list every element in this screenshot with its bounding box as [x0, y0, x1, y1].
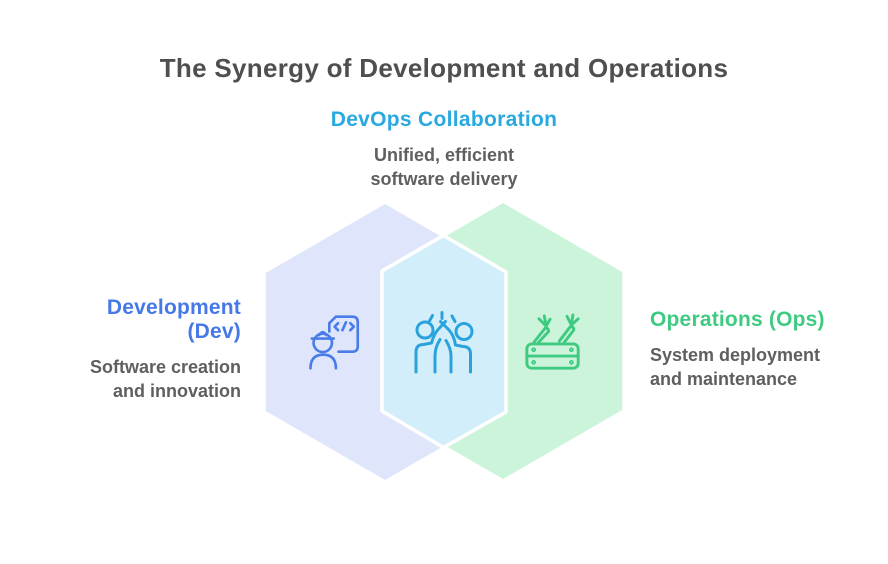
collaboration-desc-line-1: Unified, efficient [373, 145, 514, 165]
right-inner-arm [444, 339, 453, 374]
developer-with-code-document-icon [309, 315, 360, 370]
crate-peg [569, 360, 574, 365]
operations-description: System deployment and maintenance [650, 343, 888, 391]
crate-peg [531, 347, 536, 353]
page-title: The Synergy of Development and Operation… [159, 53, 729, 83]
development-heading-line-2: (Dev) [187, 320, 241, 343]
development-description: Software creation and innovation [0, 355, 241, 403]
overlap-hexagon [380, 233, 508, 450]
carrot-right-leaves [565, 313, 580, 327]
spark-ray-right [450, 314, 457, 323]
right-person-body-arm [439, 320, 472, 374]
operations-heading: Operations (Ops) [650, 308, 825, 331]
code-bracket-right [349, 321, 356, 332]
development-heading-line-1: Development [106, 296, 241, 319]
hardhat-ridge [317, 330, 328, 337]
carrot-left-body [532, 326, 551, 344]
carrot-left-leaves [537, 314, 552, 328]
collaboration-heading: DevOps Collaboration [330, 108, 558, 131]
right-person-head [454, 322, 474, 341]
high-five-people-icon [414, 311, 474, 374]
worker-shoulders [309, 353, 338, 370]
code-document [328, 315, 360, 353]
left-person-body-arm [414, 320, 447, 374]
left-inner-arm [433, 338, 442, 374]
operations-label-block: Operations (Ops) System deployment and m… [650, 308, 888, 391]
collaboration-desc-line-2: software delivery [370, 169, 518, 189]
carrot-right-body [557, 325, 576, 344]
development-desc-line-2: and innovation [113, 381, 241, 401]
collaboration-description: Unified, efficient software delivery [0, 143, 888, 191]
code-bracket-left [333, 321, 340, 332]
development-label-block: Development (Dev) Software creation and … [0, 296, 241, 403]
worker-head [312, 332, 334, 354]
crate-with-vegetables-icon [525, 313, 580, 370]
development-desc-line-1: Software creation [89, 357, 241, 377]
code-slash [341, 321, 348, 332]
left-person-head [415, 320, 435, 340]
crate-peg [531, 360, 536, 365]
operations-desc-line-2: and maintenance [650, 369, 798, 389]
crate-peg [569, 347, 574, 353]
spark-ray-left [428, 314, 434, 323]
development-heading: Development (Dev) [0, 296, 241, 344]
operations-desc-line-1: System deployment [650, 345, 821, 365]
